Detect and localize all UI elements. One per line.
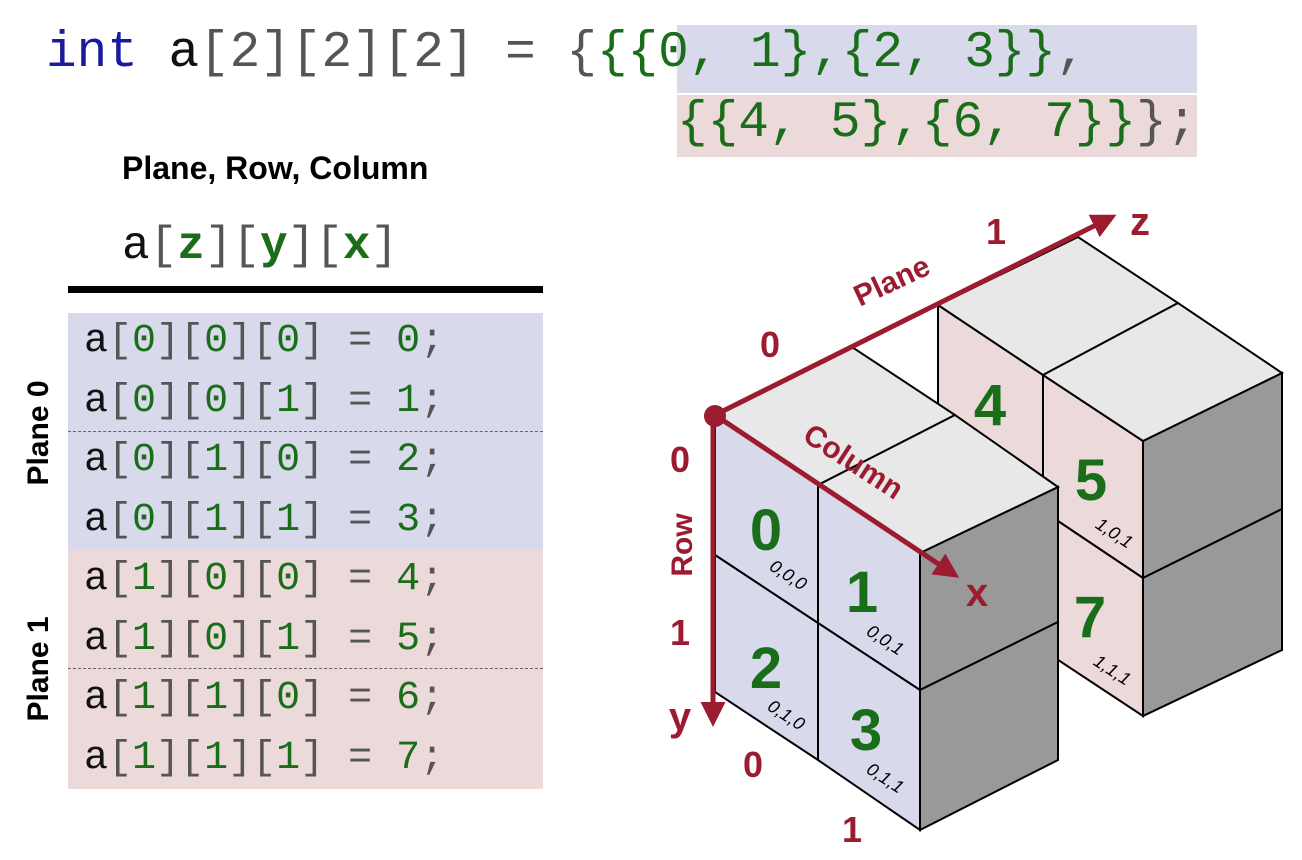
element-row: a[1][1][1] = 7; — [84, 735, 445, 781]
element-index-j: 0 — [204, 616, 229, 662]
cell-value: 4 — [974, 373, 1006, 438]
element-row: a[1][1][0] = 6; — [84, 676, 445, 721]
row-axis-label: Row — [666, 513, 699, 577]
element-index-k: 1 — [276, 735, 301, 781]
element-index-k: 0 — [276, 319, 301, 364]
plane0-highlight — [677, 25, 1197, 93]
element-index-i: 1 — [132, 616, 157, 662]
element-index-i: 0 — [132, 438, 157, 483]
back-side-lower — [1142, 507, 1283, 718]
cell-value: 1 — [846, 560, 878, 625]
open-brace: { — [566, 25, 597, 82]
element-table: a[0][0][0] = 0; a[0][0][1] = 1; a[0][1][0]… — [68, 313, 543, 789]
column-tick: 0 — [743, 744, 763, 785]
element-value: 0 — [396, 319, 421, 364]
element-row: a[1][0][1] = 5; — [84, 616, 445, 662]
element-index-k: 1 — [276, 378, 301, 424]
index-notation: a[z][y][x] — [122, 220, 399, 272]
element-index-j: 0 — [204, 557, 229, 602]
plane1-highlight — [677, 95, 1197, 157]
element-index-i: 1 — [132, 735, 157, 781]
header-rule — [68, 286, 543, 293]
element-value: 2 — [396, 438, 421, 483]
element-value: 1 — [396, 378, 421, 424]
index-var: a — [122, 220, 150, 272]
plane1-initializer: {{4, 5},{6, 7}} — [677, 95, 1137, 152]
element-index-k: 1 — [276, 497, 301, 543]
element-index-k: 1 — [276, 616, 301, 662]
y-axis-label: y — [669, 695, 692, 739]
element-value: 6 — [396, 676, 421, 721]
element-row: a[0][0][1] = 1; — [84, 378, 445, 424]
assign-operator: = — [474, 25, 567, 82]
element-index-j: 1 — [204, 497, 229, 543]
declaration-line-1: int a[2][2][2] = {{{0, 1},{2, 3}}, — [46, 24, 1087, 84]
element-value: 5 — [396, 616, 421, 662]
close-brace: }; — [1136, 95, 1198, 152]
plane1-label: Plane 1 — [22, 616, 55, 722]
element-index-j: 0 — [204, 378, 229, 424]
cube-diagram: 0 1 2 3 4 5 7 0,0,0 0,0,1 0,1,0 0,1,1 1,… — [666, 200, 1284, 850]
array-name: a — [168, 25, 200, 82]
back-top-right — [1041, 301, 1284, 443]
element-index-k: 0 — [276, 676, 301, 721]
column-tick: 1 — [842, 809, 862, 850]
column-axis-arrow — [713, 412, 960, 578]
plane1-band — [68, 550, 543, 789]
plane0-block — [713, 345, 1060, 832]
row-divider — [68, 668, 543, 669]
declaration-line-2: {{4, 5},{6, 7}}}; — [677, 94, 1197, 154]
element-index-j: 1 — [204, 676, 229, 721]
plane-tick: 0 — [760, 324, 780, 365]
element-index-i: 1 — [132, 676, 157, 721]
element-index-j: 1 — [204, 438, 229, 483]
element-index-i: 0 — [132, 378, 157, 424]
row-tick: 1 — [670, 612, 690, 653]
element-index-i: 1 — [132, 557, 157, 602]
index-z: z — [177, 220, 205, 272]
index-caption: Plane, Row, Column — [122, 150, 429, 186]
plane-tick: 1 — [986, 211, 1006, 252]
cell-value: 0 — [750, 498, 782, 563]
element-value: 7 — [396, 735, 421, 781]
plane-axis-arrow — [713, 214, 1117, 418]
element-index-j: 1 — [204, 735, 229, 781]
front-side-lower — [919, 620, 1059, 832]
element-row: a[0][0][0] = 0; — [84, 319, 445, 364]
row-tick: 0 — [670, 439, 690, 480]
element-index-j: 0 — [204, 319, 229, 364]
element-index-i: 0 — [132, 319, 157, 364]
cell-value: 2 — [750, 636, 782, 701]
axis-origin-dot — [704, 405, 726, 427]
x-axis-label: x — [966, 571, 988, 615]
index-y: y — [260, 220, 288, 272]
cell-value: 3 — [850, 698, 882, 763]
element-row: a[0][1][0] = 2; — [84, 438, 445, 483]
plane-separator: , — [1056, 25, 1087, 82]
element-index-i: 0 — [132, 497, 157, 543]
plane0-initializer: {{0, 1},{2, 3}} — [596, 25, 1057, 82]
plane-axis-label: Plane — [849, 250, 935, 314]
plane0-label: Plane 0 — [22, 380, 55, 486]
element-row: a[1][0][0] = 4; — [84, 557, 445, 602]
cell-value: 7 — [1074, 585, 1106, 650]
row-divider — [68, 431, 543, 432]
type-keyword: int — [46, 25, 138, 82]
array-declaration: int a[2][2][2] = {{{0, 1},{2, 3}}, {{4, … — [0, 0, 1302, 170]
cell-value: 5 — [1075, 448, 1107, 513]
element-value: 3 — [396, 497, 421, 543]
element-index-k: 0 — [276, 557, 301, 602]
index-x: x — [342, 220, 371, 272]
z-axis-label: z — [1130, 200, 1150, 244]
array-dims: [2][2][2] — [199, 25, 475, 82]
element-row: a[0][1][1] = 3; — [84, 497, 445, 543]
element-index-k: 0 — [276, 438, 301, 483]
element-value: 4 — [396, 557, 421, 602]
